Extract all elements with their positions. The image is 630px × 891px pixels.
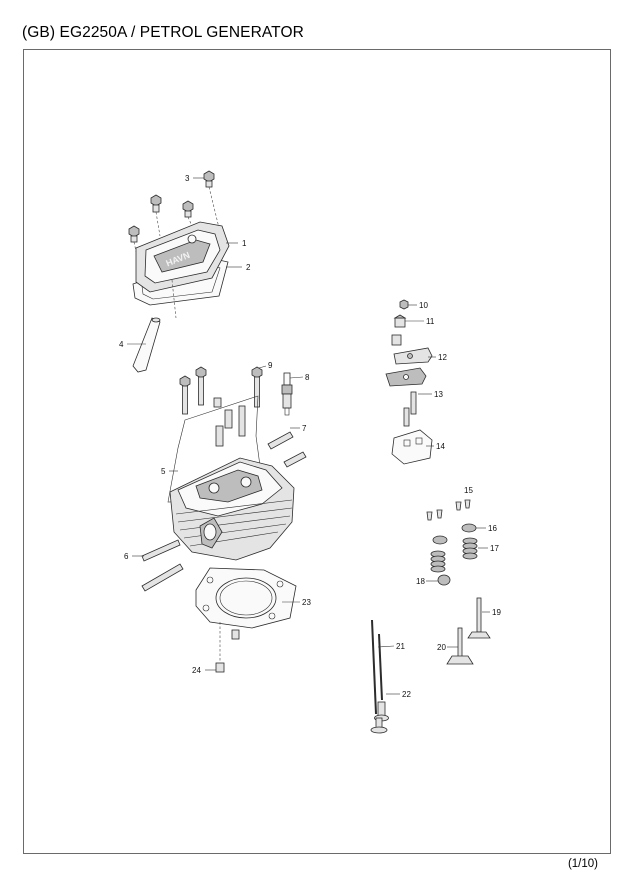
rocker-cover: HAVN — [135, 221, 230, 293]
callout-23: 23 — [302, 598, 311, 607]
long-stud-upper — [141, 539, 181, 562]
callout-17: 17 — [490, 544, 499, 553]
breather-hose — [132, 317, 161, 373]
head-gasket — [195, 567, 297, 629]
adjust-nut-10 — [399, 299, 409, 310]
callout-20: 20 — [437, 643, 446, 652]
tappet — [370, 717, 388, 734]
spring-retainer — [432, 535, 448, 545]
callout-18: 18 — [416, 577, 425, 586]
callout-6: 6 — [124, 552, 129, 561]
push-rod-21 — [371, 619, 377, 715]
dowel-24-lower — [215, 662, 225, 673]
page-number: (1/10) — [567, 858, 598, 870]
pivot-ball — [391, 334, 402, 346]
cylinder-head — [169, 457, 295, 561]
callout-15: 15 — [464, 486, 473, 495]
callout-24: 24 — [192, 666, 201, 675]
head-bolt-9 — [251, 366, 263, 408]
spring-retainer-16 — [461, 523, 477, 533]
guide-sleeve — [224, 409, 233, 429]
head-bolt-left — [179, 375, 191, 415]
spring-seat-18 — [437, 574, 451, 586]
cover-bolt-a — [150, 194, 162, 213]
callout-1: 1 — [242, 239, 247, 248]
callout-3: 3 — [185, 174, 190, 183]
guide-sleeve — [238, 405, 246, 437]
exhaust-valve-19 — [467, 597, 491, 639]
callout-13: 13 — [434, 390, 443, 399]
callout-11: 11 — [426, 317, 435, 326]
stud-lower — [283, 451, 307, 468]
callout-8: 8 — [305, 373, 310, 382]
callout-9: 9 — [268, 361, 273, 370]
rocker-arm-lower — [385, 367, 427, 387]
pivot-11 — [393, 314, 407, 328]
push-rod-21 — [378, 633, 383, 701]
valve-keeper — [455, 501, 462, 511]
cover-bolt-b — [182, 200, 194, 218]
callout-14: 14 — [436, 442, 445, 451]
valve-keeper — [436, 509, 443, 519]
callout-12: 12 — [438, 353, 447, 362]
cover-bolt-3 — [203, 170, 215, 188]
callout-19: 19 — [492, 608, 501, 617]
rocker-stud-13 — [403, 391, 417, 427]
spark-plug — [281, 372, 293, 416]
guide-sleeve — [215, 425, 224, 447]
callout-16: 16 — [488, 524, 497, 533]
callout-2: 2 — [246, 263, 251, 272]
callout-4: 4 — [119, 340, 124, 349]
valve-keeper — [464, 499, 471, 509]
head-bolt-mid — [195, 366, 207, 406]
callout-22: 22 — [402, 690, 411, 699]
guide-plate-14 — [391, 429, 433, 465]
dowel-24-upper — [231, 629, 240, 640]
callout-7: 7 — [302, 424, 307, 433]
stud-upper — [267, 431, 294, 450]
diagram-frame — [23, 49, 611, 854]
long-stud-lower — [141, 563, 184, 592]
intake-valve-20 — [446, 627, 474, 665]
callout-10: 10 — [419, 301, 428, 310]
valve-spring-17 — [462, 537, 478, 560]
dowel-pin — [213, 397, 222, 408]
rocker-arm-upper — [393, 347, 433, 365]
callout-5: 5 — [161, 467, 166, 476]
cover-bolt-c — [128, 225, 140, 243]
page-title: (GB) EG2250A / PETROL GENERATOR — [22, 24, 304, 41]
valve-spring — [430, 550, 446, 573]
valve-keeper — [426, 511, 433, 521]
callout-21: 21 — [396, 642, 405, 651]
